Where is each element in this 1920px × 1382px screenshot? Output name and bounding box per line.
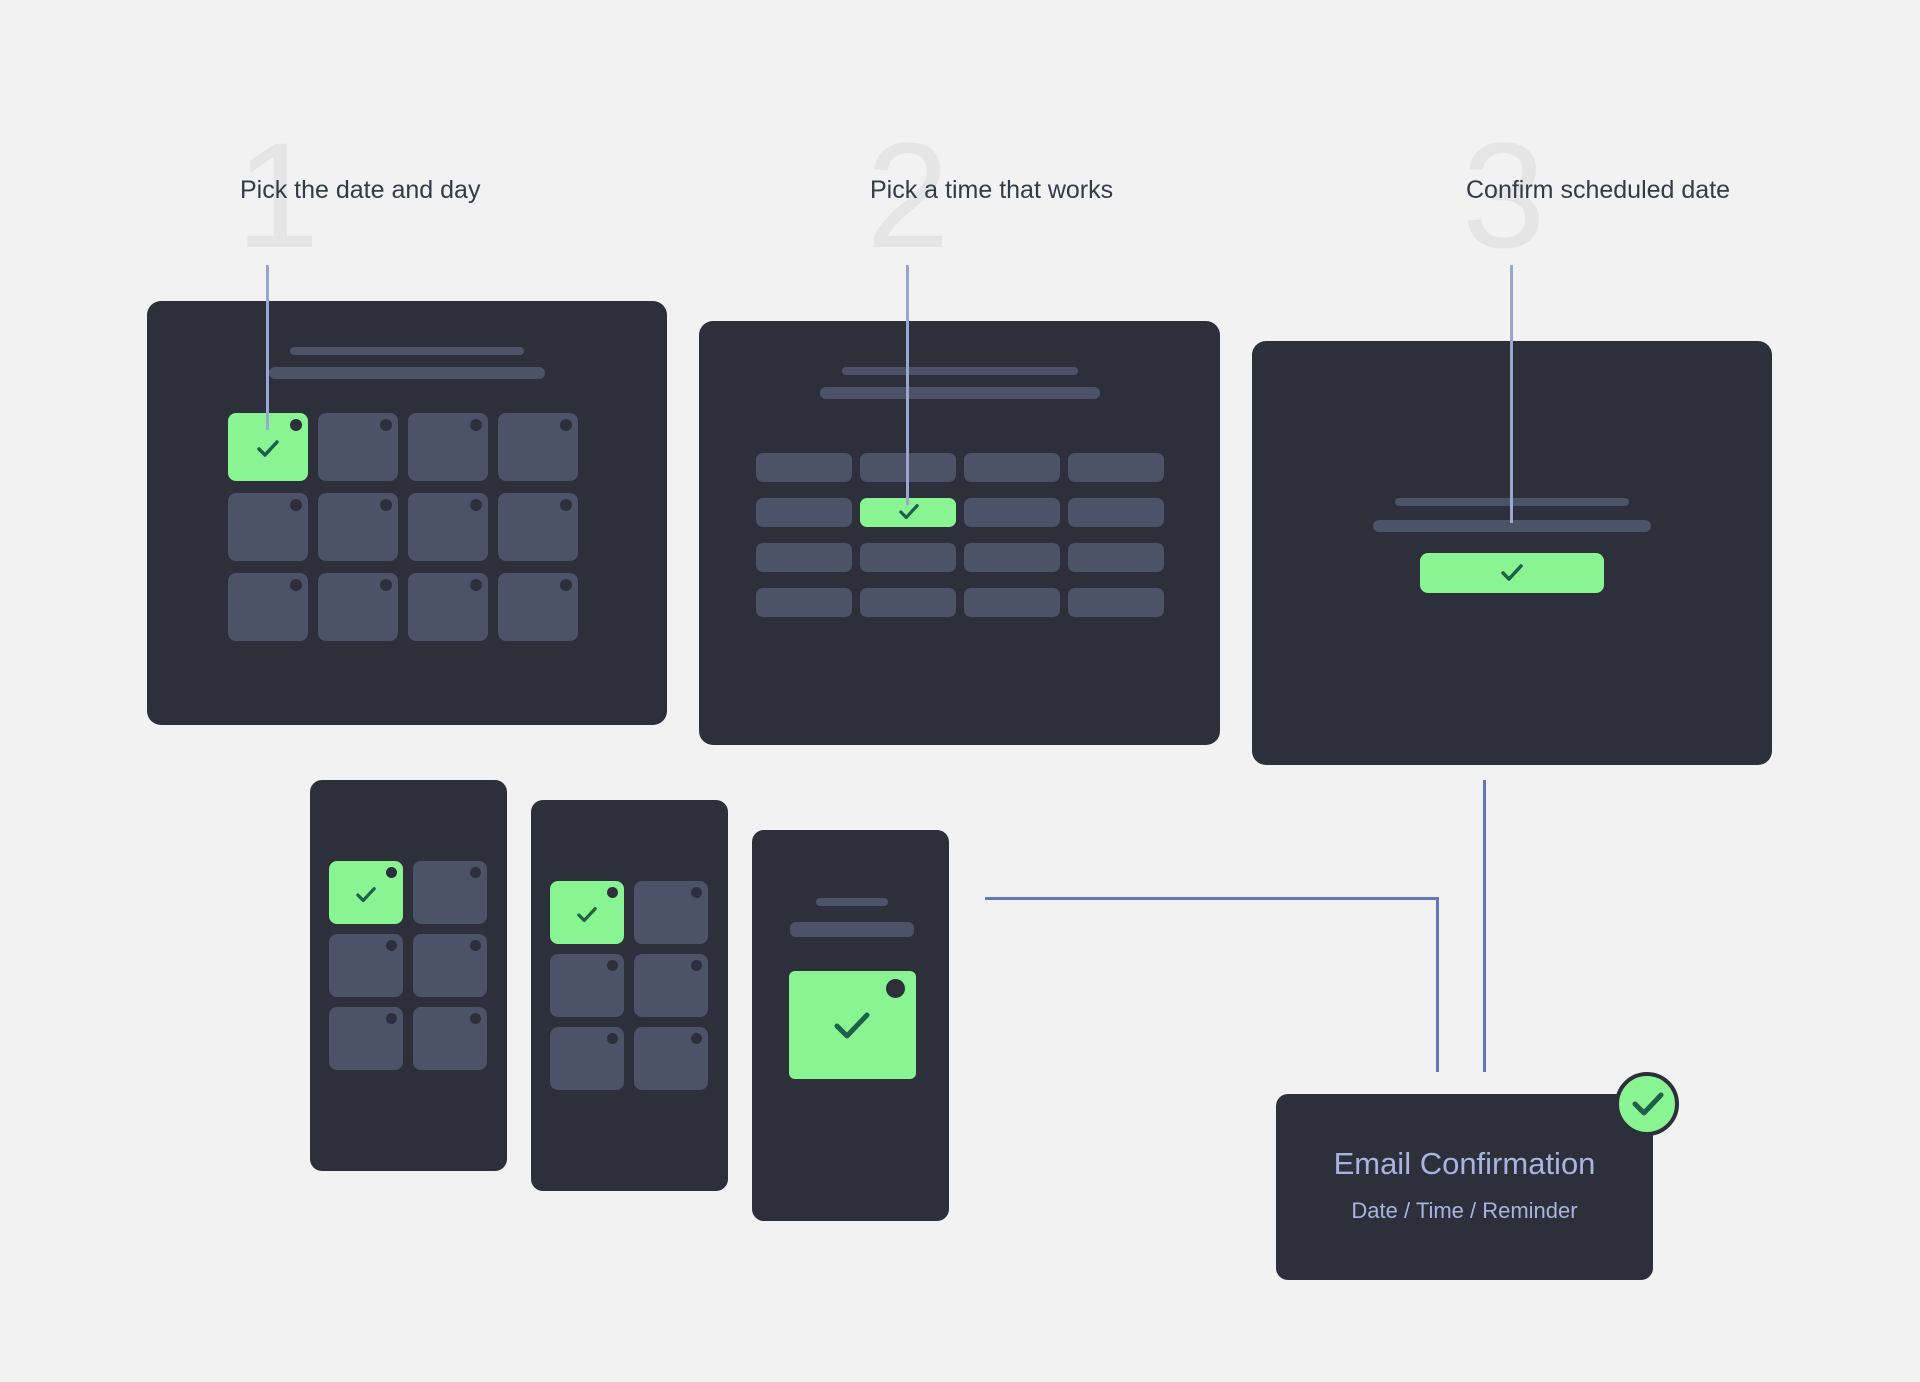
check-icon (898, 502, 920, 522)
check-icon (256, 438, 280, 460)
check-icon (1500, 562, 1524, 584)
time-slot[interactable] (1068, 453, 1164, 482)
status-dot (290, 419, 302, 431)
date-cell[interactable] (318, 413, 398, 481)
pointer-line-step-1 (266, 265, 269, 430)
status-dot (470, 940, 481, 951)
time-slot[interactable] (964, 543, 1060, 572)
date-cell[interactable] (498, 573, 578, 641)
date-cell[interactable] (228, 493, 308, 561)
check-icon (1631, 1090, 1665, 1118)
status-dot (560, 579, 572, 591)
date-cell[interactable] (498, 493, 578, 561)
date-cell[interactable] (408, 413, 488, 481)
mobile-date-panel-a (310, 780, 507, 1171)
step-2-number: 2 (866, 111, 950, 279)
pointer-line-step-2 (906, 265, 909, 505)
date-cell[interactable] (413, 861, 487, 924)
date-cell[interactable] (413, 934, 487, 997)
email-subtitle: Date / Time / Reminder (1351, 1198, 1578, 1223)
time-slot[interactable] (1068, 498, 1164, 527)
time-slot[interactable] (964, 588, 1060, 617)
connector-line (1436, 897, 1439, 1072)
date-cell[interactable] (329, 1007, 403, 1070)
date-cell[interactable] (228, 573, 308, 641)
success-badge (1615, 1072, 1679, 1136)
status-dot (290, 499, 302, 511)
status-dot (560, 419, 572, 431)
time-slot[interactable] (756, 453, 852, 482)
status-dot (886, 979, 905, 998)
date-cell[interactable] (634, 954, 708, 1017)
date-cell[interactable] (550, 1027, 624, 1090)
date-cell[interactable] (498, 413, 578, 481)
panel-header-bar (1373, 520, 1651, 532)
time-picker-panel (699, 321, 1220, 745)
panel-header-bar (290, 347, 524, 355)
panel-header-bar (790, 922, 914, 937)
status-dot (380, 499, 392, 511)
status-dot (470, 419, 482, 431)
step-1-label: Pick the date and day (240, 176, 481, 204)
email-confirmation-card: Email Confirmation Date / Time / Reminde… (1276, 1094, 1653, 1280)
date-cell-selected[interactable] (550, 881, 624, 944)
status-dot (691, 960, 702, 971)
confirm-button[interactable] (1420, 553, 1604, 593)
date-cell[interactable] (408, 573, 488, 641)
time-slot[interactable] (964, 453, 1060, 482)
status-dot (470, 1013, 481, 1024)
date-picker-panel (147, 301, 667, 725)
status-dot (607, 1033, 618, 1044)
time-slot[interactable] (860, 588, 956, 617)
check-icon (576, 905, 598, 925)
status-dot (607, 887, 618, 898)
date-cell[interactable] (550, 954, 624, 1017)
mobile-date-panel-b (531, 800, 728, 1191)
status-dot (607, 960, 618, 971)
mobile-confirm-card[interactable] (789, 971, 916, 1079)
date-cell[interactable] (318, 493, 398, 561)
check-icon (832, 1009, 872, 1043)
step-3-number: 3 (1462, 111, 1546, 279)
status-dot (386, 940, 397, 951)
pointer-line-step-3 (1510, 265, 1513, 523)
panel-header-bar (816, 898, 888, 906)
status-dot (290, 579, 302, 591)
check-icon (355, 885, 377, 905)
email-title: Email Confirmation (1333, 1146, 1596, 1181)
panel-header-bar (842, 367, 1078, 375)
time-slot[interactable] (756, 543, 852, 572)
mobile-confirm-panel (752, 830, 949, 1221)
date-cell[interactable] (634, 1027, 708, 1090)
panel-header-bar (269, 367, 545, 379)
time-slot[interactable] (756, 498, 852, 527)
date-cell[interactable] (318, 573, 398, 641)
step-3-label: Confirm scheduled date (1466, 176, 1731, 204)
status-dot (691, 887, 702, 898)
time-slot[interactable] (1068, 543, 1164, 572)
step-1-number: 1 (236, 111, 320, 279)
step-2-label: Pick a time that works (870, 176, 1114, 204)
status-dot (380, 579, 392, 591)
status-dot (470, 867, 481, 878)
status-dot (470, 499, 482, 511)
time-slot[interactable] (860, 543, 956, 572)
date-cell[interactable] (413, 1007, 487, 1070)
status-dot (470, 579, 482, 591)
time-slot[interactable] (964, 498, 1060, 527)
connector-line (1483, 780, 1486, 1072)
date-cell[interactable] (329, 934, 403, 997)
date-cell[interactable] (408, 493, 488, 561)
time-slot[interactable] (1068, 588, 1164, 617)
connector-line (985, 897, 1439, 900)
date-cell[interactable] (634, 881, 708, 944)
status-dot (691, 1033, 702, 1044)
status-dot (386, 1013, 397, 1024)
time-slot[interactable] (756, 588, 852, 617)
status-dot (386, 867, 397, 878)
date-cell-selected[interactable] (329, 861, 403, 924)
panel-header-bar (820, 387, 1100, 399)
status-dot (380, 419, 392, 431)
status-dot (560, 499, 572, 511)
